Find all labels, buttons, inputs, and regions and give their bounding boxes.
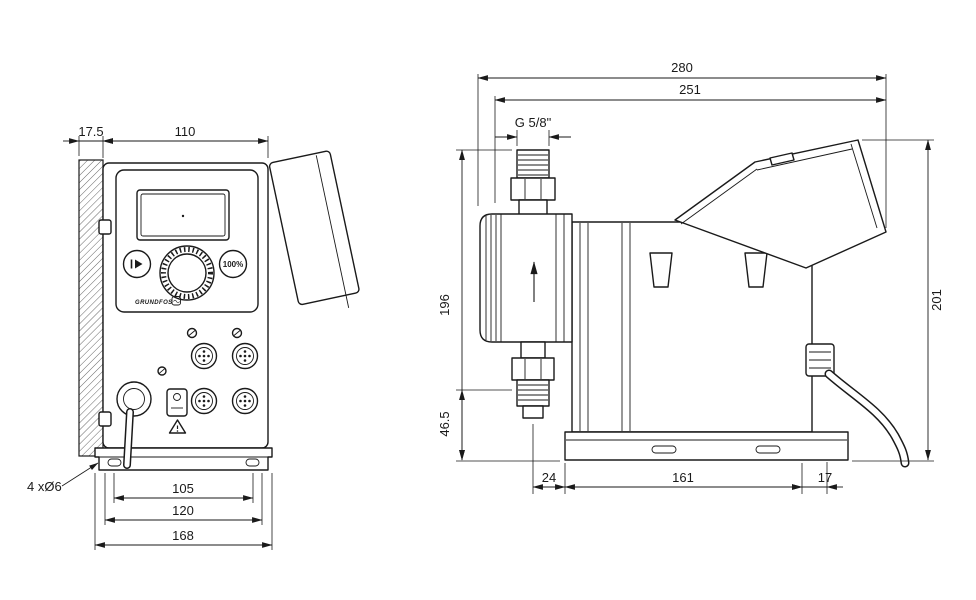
dim-foot-rear: 17 xyxy=(818,470,832,485)
lifting-slot xyxy=(744,252,768,288)
suction-valve xyxy=(511,341,555,419)
dim-height-front: 196 xyxy=(437,294,452,316)
io-section xyxy=(116,327,259,434)
grundfos-logo: GRUNDFOS xyxy=(135,296,181,306)
dosing-head xyxy=(479,213,573,343)
dim-height-rear: 201 xyxy=(929,289,944,311)
hole-note: 4 xØ6 xyxy=(27,479,62,494)
hole-leader-line xyxy=(61,462,99,487)
front-dimensions: 110 17.5 105 120 168 4 xØ6 xyxy=(27,124,273,550)
housing-details xyxy=(579,223,768,431)
discharge-assembly xyxy=(268,150,360,308)
extension-lines xyxy=(456,74,934,494)
front-view: 100% GRUNDFOS xyxy=(27,124,360,550)
display xyxy=(136,189,230,241)
dim-body-width: 110 xyxy=(175,124,196,139)
dim-valve-height: 46.5 xyxy=(437,411,452,436)
side-view: 280 251 G 5/8" 196 46.5 201 24 161 17 xyxy=(437,60,944,494)
screw xyxy=(186,327,198,339)
cable-gland xyxy=(116,381,152,417)
connector-socket xyxy=(231,387,259,415)
click-wheel xyxy=(159,245,215,301)
mounting-tab-bottom xyxy=(98,411,112,427)
wall-mounting-plate xyxy=(78,159,104,457)
mounting-slot-right xyxy=(245,458,260,467)
lifting-slot xyxy=(649,252,673,288)
mounting-base-side xyxy=(564,431,849,461)
dim-base-inner: 105 xyxy=(172,481,194,496)
screw xyxy=(231,327,243,339)
dim-base-length: 161 xyxy=(672,470,694,485)
capacity-button-label: 100% xyxy=(223,260,243,269)
brand-text: GRUNDFOS xyxy=(135,300,173,306)
start-stop-icon xyxy=(130,259,143,269)
dim-base-outer: 168 xyxy=(172,528,194,543)
mains-cable xyxy=(124,409,133,468)
dim-plate-thickness: 17.5 xyxy=(78,124,103,139)
connector-socket xyxy=(231,342,259,370)
mounting-slot-left xyxy=(107,458,122,467)
screw xyxy=(157,366,167,376)
base-slot xyxy=(651,445,677,454)
mounting-base-front xyxy=(94,447,273,471)
start-stop-button xyxy=(122,249,152,279)
power-cable xyxy=(826,371,908,466)
control-panel: 100% GRUNDFOS xyxy=(115,169,259,313)
control-cube xyxy=(674,139,887,269)
connector-socket xyxy=(190,342,218,370)
thread-label: G 5/8" xyxy=(515,115,552,130)
dim-base-mid: 120 xyxy=(172,503,194,518)
warning-triangle-icon xyxy=(168,419,187,434)
side-dimensions: 280 251 G 5/8" 196 46.5 201 24 161 17 xyxy=(437,60,944,494)
dim-body-length: 251 xyxy=(679,82,701,97)
connector-socket xyxy=(190,387,218,415)
dim-overall-length: 280 xyxy=(671,60,693,75)
signal-connector xyxy=(805,343,835,377)
discharge-valve xyxy=(510,149,556,217)
mounting-tab-top xyxy=(98,219,112,235)
base-slot xyxy=(755,445,781,454)
dim-foot-front: 24 xyxy=(542,470,556,485)
capacity-button: 100% xyxy=(218,249,248,279)
cube-notch xyxy=(769,152,795,166)
relay-module xyxy=(166,388,188,417)
